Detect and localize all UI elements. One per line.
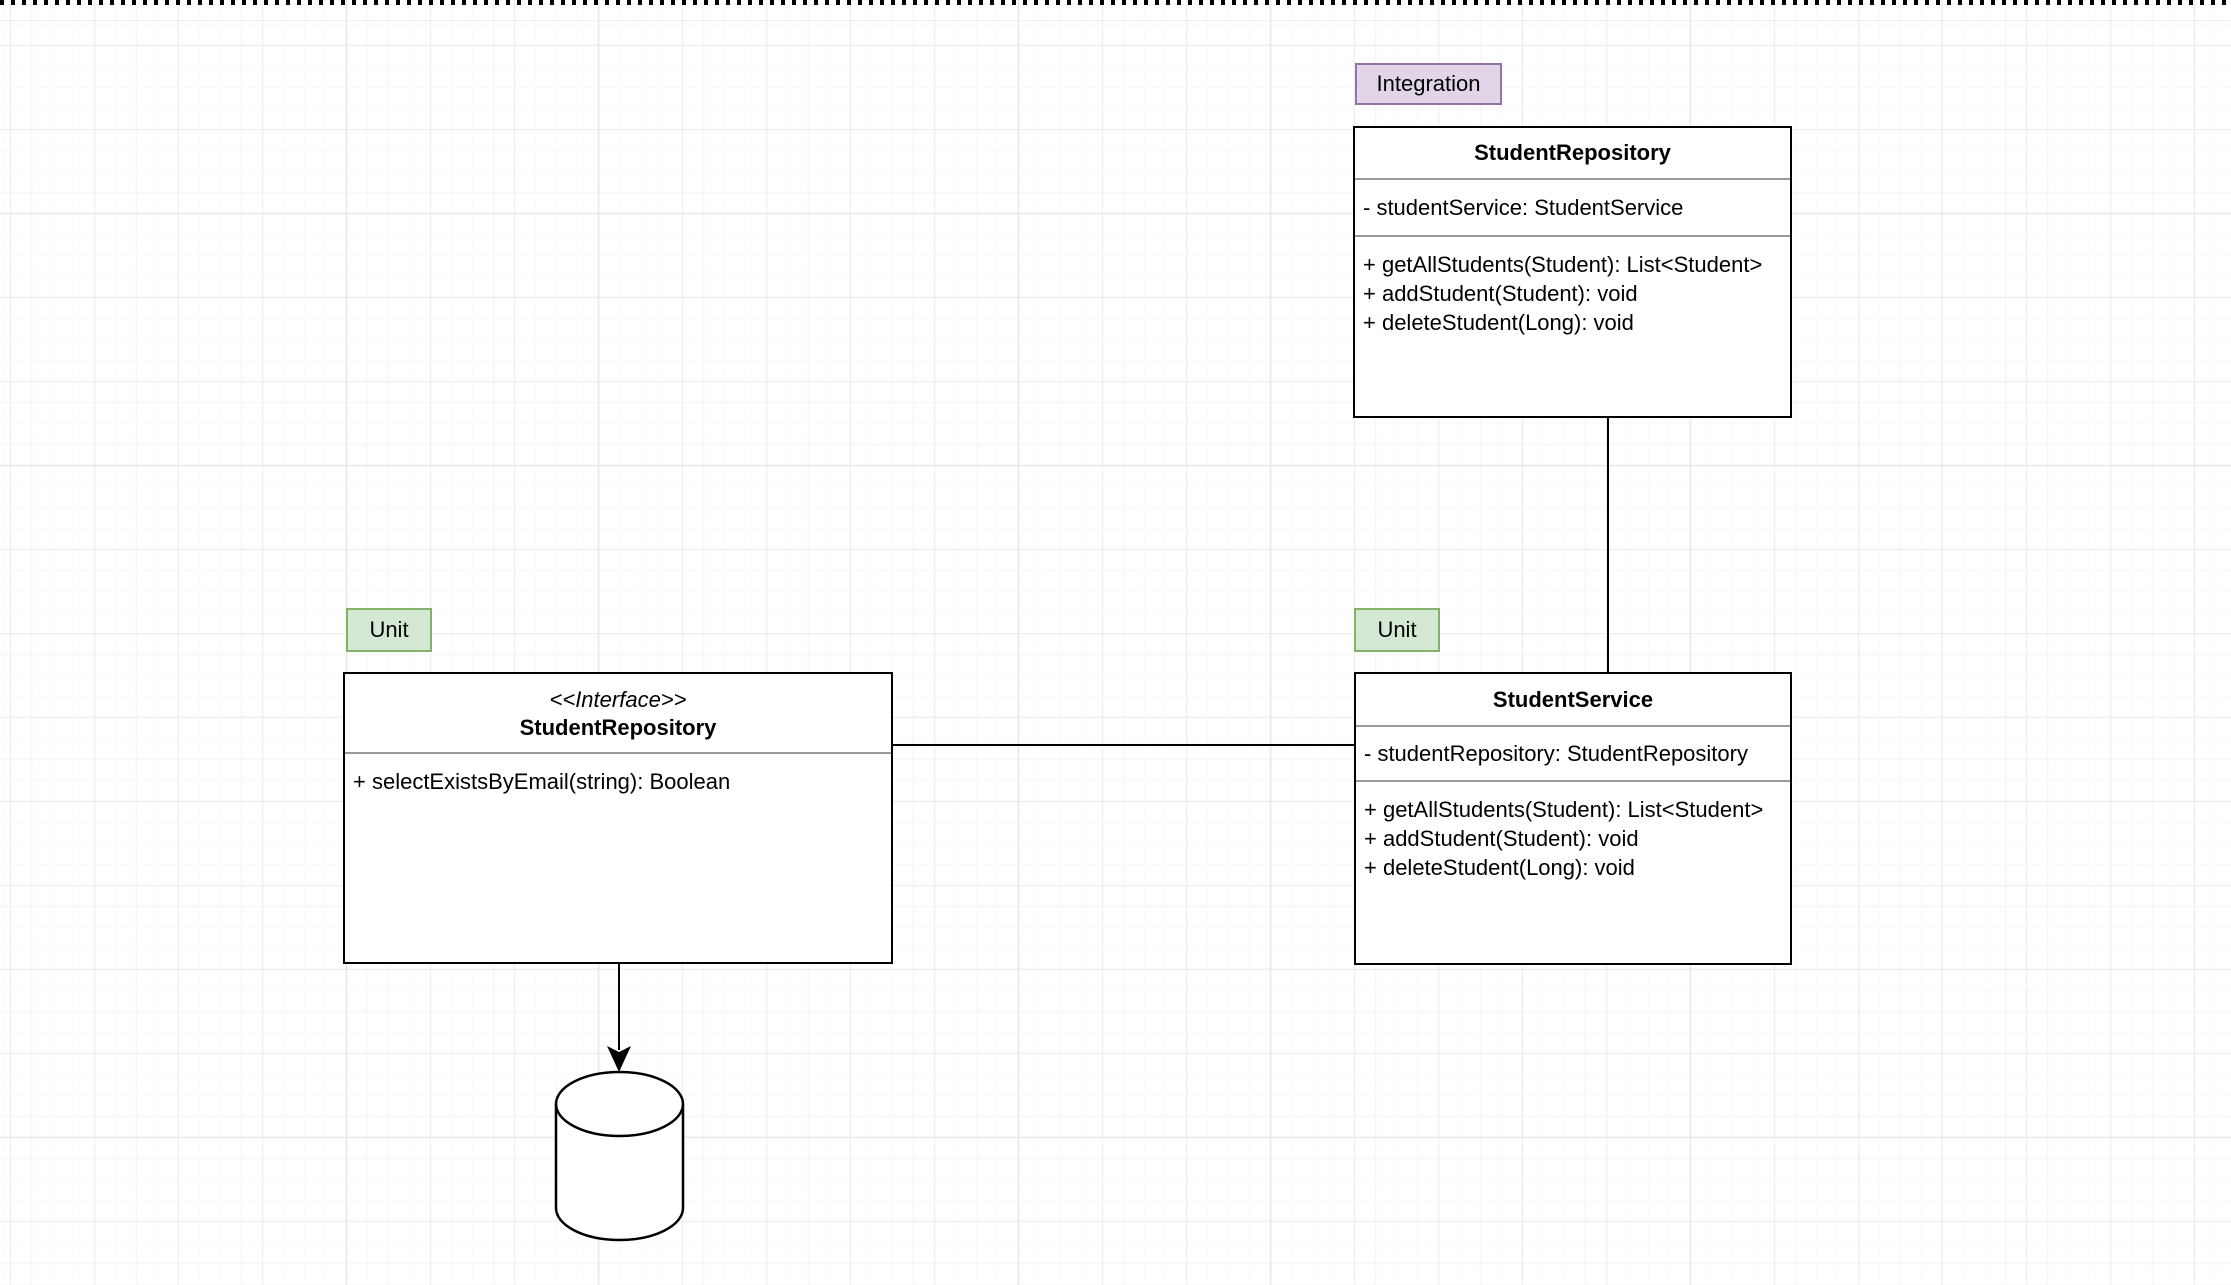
class-methods-row: + getAllStudents(Student): List<Student>… bbox=[1356, 780, 1790, 963]
unit-badge-left-label: Unit bbox=[369, 617, 409, 642]
class-field-row: - studentService: StudentService bbox=[1355, 178, 1790, 235]
class-methods-row: + selectExistsByEmail(string): Boolean bbox=[345, 752, 891, 962]
unit-badge-right[interactable]: Unit bbox=[1354, 608, 1440, 652]
unit-badge-right-label: Unit bbox=[1377, 617, 1417, 642]
class-methods-row: + getAllStudents(Student): List<Student>… bbox=[1355, 235, 1790, 416]
connector-repository-to-service[interactable] bbox=[1607, 416, 1609, 672]
class-title: StudentRepository bbox=[1474, 140, 1671, 165]
class-title: StudentService bbox=[1492, 686, 1654, 712]
database-cylinder-top-ellipse bbox=[554, 1103, 685, 1138]
class-method: + deleteStudent(Long): void bbox=[1363, 310, 1634, 335]
class-title-row: StudentRepository bbox=[1355, 128, 1790, 178]
class-field: - studentRepository: StudentRepository bbox=[1364, 740, 1748, 766]
class-field: - studentService: StudentService bbox=[1363, 194, 1684, 220]
class-field-row: - studentRepository: StudentRepository bbox=[1356, 725, 1790, 780]
test-boundary-dotted-line[interactable] bbox=[0, 0, 2231, 5]
class-method: + getAllStudents(Student): List<Student> bbox=[1363, 252, 1763, 277]
class-box-student-service[interactable]: StudentService - studentRepository: Stud… bbox=[1354, 672, 1792, 965]
integration-badge-label: Integration bbox=[1376, 71, 1481, 96]
class-stereotype: <<Interface>> bbox=[549, 686, 687, 712]
database-cylinder-body[interactable] bbox=[554, 1070, 685, 1242]
unit-badge-left[interactable]: Unit bbox=[346, 608, 432, 652]
class-box-student-repository-interface[interactable]: <<Interface>> StudentRepository + select… bbox=[343, 672, 893, 964]
class-method: + deleteStudent(Long): void bbox=[1364, 855, 1635, 880]
class-title-row: StudentService bbox=[1356, 674, 1790, 725]
class-method: + addStudent(Student): void bbox=[1364, 826, 1639, 851]
class-box-student-repository-impl[interactable]: StudentRepository - studentService: Stud… bbox=[1353, 126, 1792, 418]
class-title-row: <<Interface>> StudentRepository bbox=[345, 674, 891, 752]
integration-badge[interactable]: Integration bbox=[1355, 63, 1502, 105]
class-method: + addStudent(Student): void bbox=[1363, 281, 1638, 306]
connector-interface-to-service[interactable] bbox=[893, 744, 1356, 746]
class-method: + selectExistsByEmail(string): Boolean bbox=[353, 769, 731, 794]
class-title: StudentRepository bbox=[519, 714, 717, 740]
database-cylinder-group[interactable] bbox=[540, 960, 700, 1250]
class-method: + getAllStudents(Student): List<Student> bbox=[1364, 797, 1764, 822]
arrowhead-icon bbox=[607, 1046, 631, 1072]
